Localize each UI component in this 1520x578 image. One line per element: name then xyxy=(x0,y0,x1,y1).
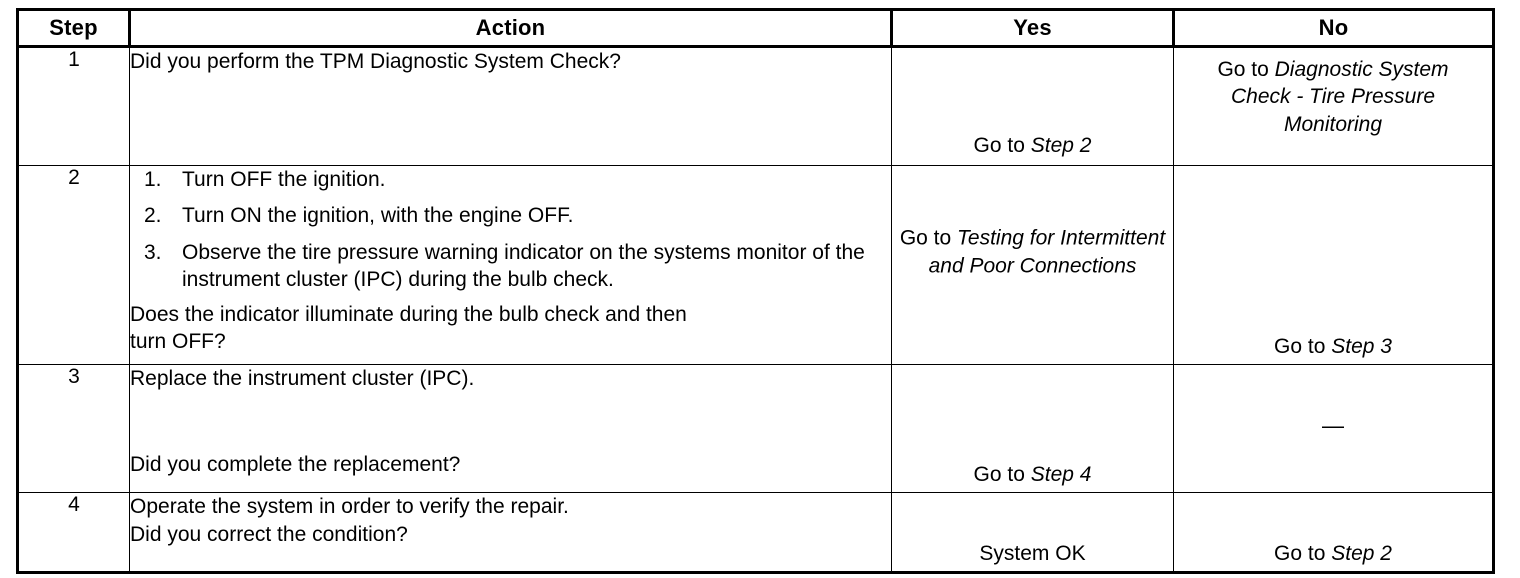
goto-prefix: Go to xyxy=(899,226,958,250)
goto-reference[interactable]: Step 2 xyxy=(1331,541,1392,565)
no-answer-dash: — xyxy=(1322,412,1344,438)
list-item-number: 3. xyxy=(144,240,162,264)
no-answer-cell: Go to Step 3 xyxy=(1173,165,1494,365)
yes-answer-cell: Go to Testing for Intermittent and Poor … xyxy=(891,165,1174,365)
action-question-line-1: Does the indicator illuminate during the… xyxy=(130,303,687,327)
table-row: 2 1. Turn OFF the ignition. 2. Turn ON t… xyxy=(17,165,1494,365)
action-intro-text: Did you perform the TPM Diagnostic Syste… xyxy=(130,50,621,73)
list-item-number: 2. xyxy=(144,204,162,228)
no-answer-cell: Go to Diagnostic System Check - Tire Pre… xyxy=(1173,46,1494,166)
list-item: 1. Turn OFF the ignition. xyxy=(130,166,891,193)
action-intro-text: Replace the instrument cluster (IPC). xyxy=(130,367,475,390)
yes-answer-cell: Go to Step 4 xyxy=(891,364,1174,493)
action-cell: 1. Turn OFF the ignition. 2. Turn ON the… xyxy=(129,165,892,365)
column-header-step: Step xyxy=(17,9,131,48)
list-item: 3. Observe the tire pressure warning ind… xyxy=(130,239,891,294)
column-header-no: No xyxy=(1173,9,1494,48)
action-cell: Operate the system in order to verify th… xyxy=(129,492,892,573)
table-row: 4 Operate the system in order to verify … xyxy=(17,492,1494,573)
yes-answer-content: Go to Testing for Intermittent and Poor … xyxy=(892,225,1173,280)
table-row: 3 Replace the instrument cluster (IPC). … xyxy=(17,364,1494,493)
action-question-line-2: turn OFF? xyxy=(130,330,226,354)
goto-reference[interactable]: Step 4 xyxy=(1030,462,1092,486)
no-answer-content: Go to Diagnostic System Check - Tire Pre… xyxy=(1174,48,1492,138)
goto-prefix: Go to xyxy=(973,133,1031,157)
action-step-list: 1. Turn OFF the ignition. 2. Turn ON the… xyxy=(130,166,891,293)
no-answer-content: Go to Step 3 xyxy=(1174,333,1492,360)
action-question-text: Did you correct the condition? xyxy=(130,522,408,546)
yes-answer-cell: System OK xyxy=(891,492,1174,573)
yes-answer-content: Go to Step 2 xyxy=(892,132,1173,159)
no-answer-cell: Go to Step 2 xyxy=(1173,492,1494,573)
goto-prefix: Go to xyxy=(1274,541,1332,565)
diagnostic-procedure-table: Step Action Yes No 1 Did you perform the… xyxy=(16,8,1495,574)
yes-answer-content: System OK xyxy=(979,541,1086,565)
list-item-text: Observe the tire pressure warning indica… xyxy=(182,240,865,291)
column-header-yes: Yes xyxy=(891,9,1175,48)
yes-answer-cell: Go to Step 2 xyxy=(891,46,1174,166)
step-number-cell: 3 xyxy=(17,364,130,493)
list-item-text: Turn OFF the ignition. xyxy=(182,168,386,191)
no-answer-cell: — xyxy=(1173,364,1494,493)
action-question-text: Did you complete the replacement? xyxy=(130,452,461,476)
list-item-number: 1. xyxy=(144,168,162,191)
action-spacer xyxy=(130,393,891,451)
list-item-text: Turn ON the ignition, with the engine OF… xyxy=(182,204,574,228)
no-answer-content: Go to Step 2 xyxy=(1174,540,1492,567)
goto-reference[interactable]: Diagnostic System Check - Tire Pressure … xyxy=(1230,58,1449,136)
action-intro-text: Operate the system in order to verify th… xyxy=(130,495,569,518)
yes-answer-content: Go to Step 4 xyxy=(892,461,1173,488)
goto-reference[interactable]: Step 2 xyxy=(1030,133,1092,157)
action-cell: Did you perform the TPM Diagnostic Syste… xyxy=(129,46,892,166)
list-item: 2. Turn ON the ignition, with the engine… xyxy=(130,202,891,229)
table-header-row: Step Action Yes No xyxy=(17,9,1494,48)
table-row: 1 Did you perform the TPM Diagnostic Sys… xyxy=(17,46,1494,166)
goto-prefix: Go to xyxy=(1274,334,1332,358)
column-header-action: Action xyxy=(129,9,893,48)
goto-reference[interactable]: Step 3 xyxy=(1331,334,1392,358)
goto-prefix: Go to xyxy=(1217,58,1275,81)
step-number-cell: 1 xyxy=(17,46,130,166)
goto-prefix: Go to xyxy=(973,462,1031,486)
action-cell: Replace the instrument cluster (IPC). Di… xyxy=(129,364,892,493)
goto-reference[interactable]: Testing for Intermittent and Poor Connec… xyxy=(928,226,1166,278)
step-number-cell: 2 xyxy=(17,165,130,365)
step-number-cell: 4 xyxy=(17,492,130,573)
